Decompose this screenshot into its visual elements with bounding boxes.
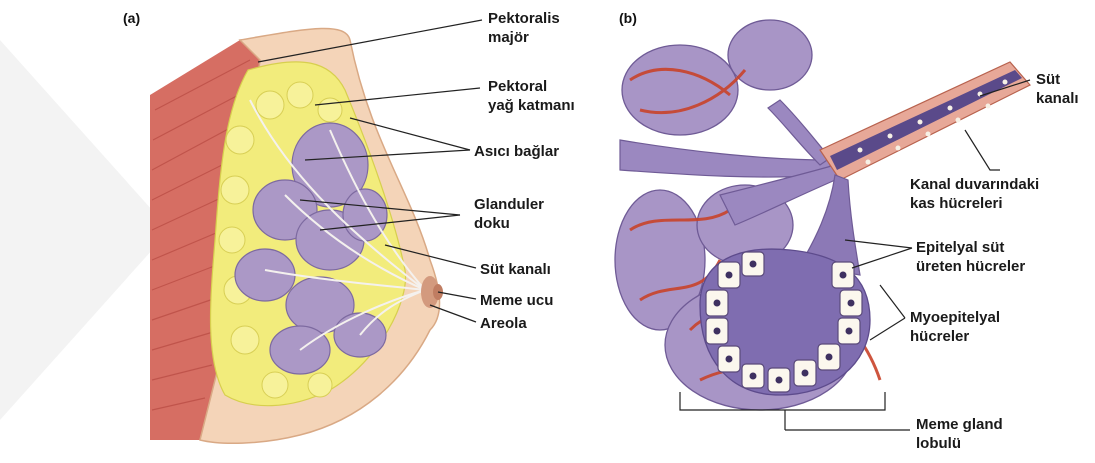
label-epitelyal-line1: Epitelyal süt — [916, 238, 1025, 257]
label-pektoralis-line2: majör — [488, 28, 560, 47]
label-glanduler: Glanduler doku — [474, 195, 544, 233]
panel-a-drawing — [150, 28, 443, 443]
label-epitelyal-line2: üreten hücreler — [916, 257, 1025, 276]
label-lobul-line1: Meme gland — [916, 415, 1003, 434]
label-asici-baglar: Asıcı bağlar — [474, 142, 559, 161]
label-lobul-line2: lobulü — [916, 434, 1003, 453]
label-yag-line1: Pektoral — [488, 77, 575, 96]
panel-b-tag: (b) — [619, 10, 637, 26]
label-glanduler-line2: doku — [474, 214, 544, 233]
label-glanduler-line1: Glanduler — [474, 195, 544, 214]
label-myoepitelyal: Myoepitelyal hücreler — [910, 308, 1000, 346]
label-pektoralis-line1: Pektoralis — [488, 9, 560, 28]
label-myo-line2: hücreler — [910, 327, 1000, 346]
label-yag-katmani: Pektoral yağ katmanı — [488, 77, 575, 115]
label-sut-kanali-a: Süt kanalı — [480, 260, 551, 279]
label-sut-kanali-b: Süt kanalı — [1036, 70, 1079, 108]
panel-a-tag: (a) — [123, 10, 140, 26]
label-epitelyal: Epitelyal süt üreten hücreler — [916, 238, 1025, 276]
label-kanal-duvarindaki: Kanal duvarındaki kas hücreleri — [910, 175, 1039, 213]
label-areola: Areola — [480, 314, 527, 333]
label-yag-line2: yağ katmanı — [488, 96, 575, 115]
panel-b-drawing — [615, 20, 1030, 410]
label-meme-ucu: Meme ucu — [480, 291, 553, 310]
label-kanal-line1: Kanal duvarındaki — [910, 175, 1039, 194]
watermark-shape — [0, 40, 170, 420]
label-lobul: Meme gland lobulü — [916, 415, 1003, 453]
label-sut-line1: Süt — [1036, 70, 1079, 89]
main-duct-lumen — [830, 70, 1022, 170]
label-pektoralis: Pektoralis majör — [488, 9, 560, 47]
label-myo-line1: Myoepitelyal — [910, 308, 1000, 327]
label-kanal-line2: kas hücreleri — [910, 194, 1039, 213]
label-sut-line2: kanalı — [1036, 89, 1079, 108]
